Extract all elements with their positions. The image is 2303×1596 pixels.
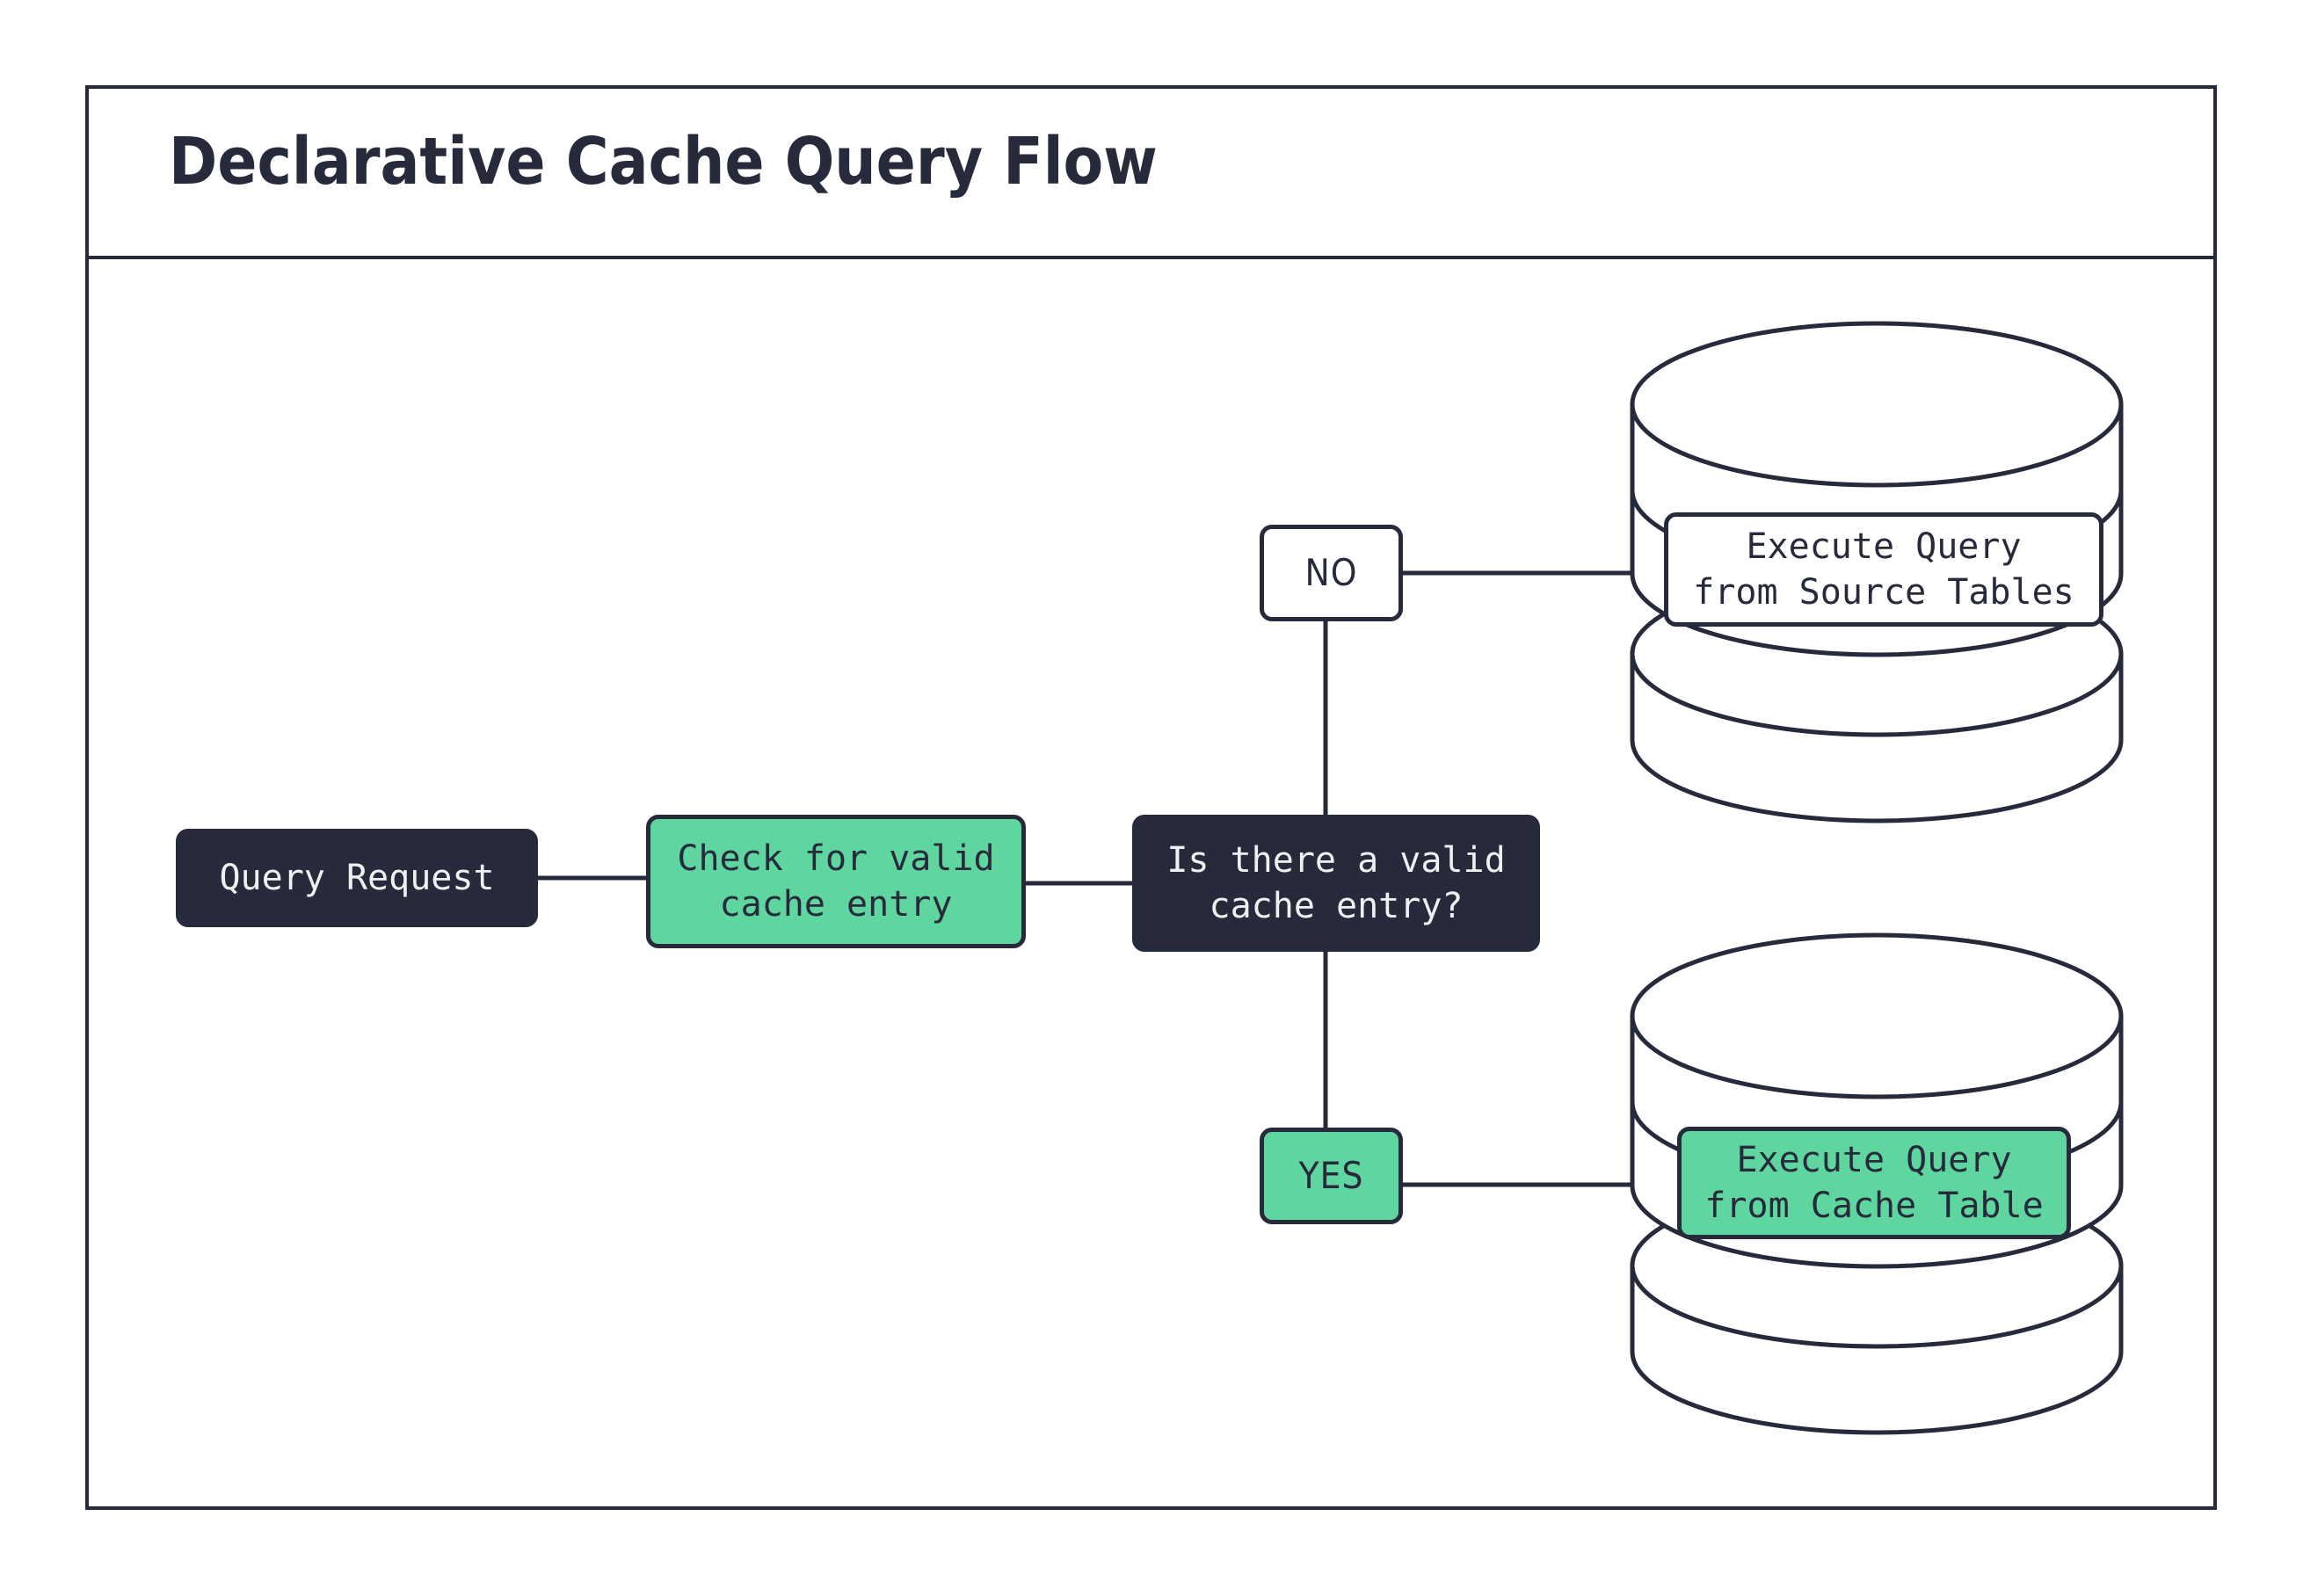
title-bar: Declarative Cache Query Flow <box>85 85 2217 259</box>
node-execute-query-from-cache-table[interactable]: Execute Query from Cache Table <box>1677 1127 2071 1239</box>
node-execute-query-from-source-tables[interactable]: Execute Query from Source Tables <box>1664 512 2103 627</box>
node-check-for-valid-cache-entry[interactable]: Check for valid cache entry <box>646 815 1026 948</box>
node-decision-valid-cache-entry[interactable]: Is there a valid cache entry? <box>1132 815 1540 952</box>
branch-label-no[interactable]: NO <box>1260 525 1403 621</box>
node-query-request[interactable]: Query Request <box>176 829 538 927</box>
branch-label-yes[interactable]: YES <box>1260 1128 1403 1224</box>
page-title: Declarative Cache Query Flow <box>169 124 1158 200</box>
diagram-frame <box>85 85 2217 1510</box>
